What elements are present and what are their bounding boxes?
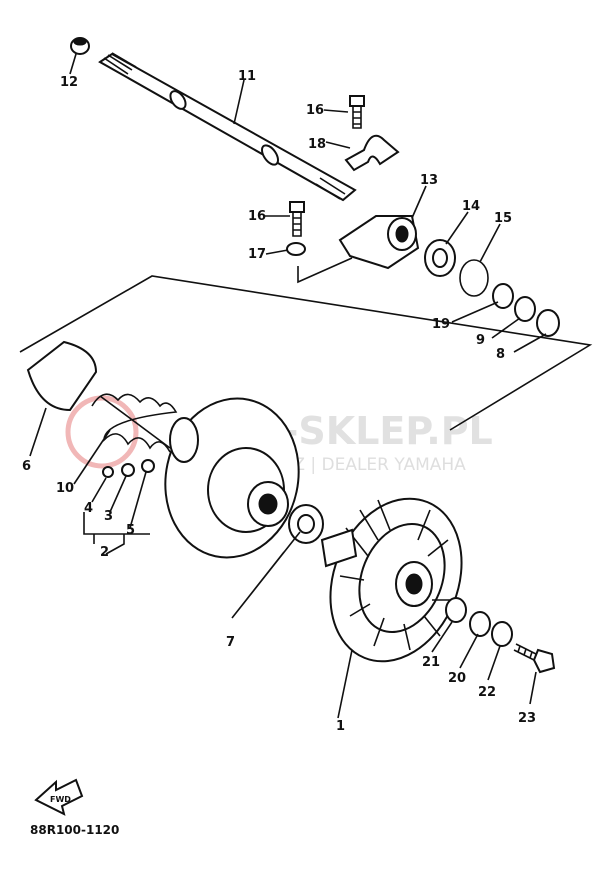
callout-4: 4 <box>84 501 93 516</box>
callout-16-lower: 16 <box>248 209 266 224</box>
collar-21 <box>445 597 467 623</box>
shaft-cap <box>70 37 90 55</box>
spacer-collar <box>288 504 324 544</box>
front-arrow-icon: FWD <box>34 778 84 816</box>
callout-13: 13 <box>420 173 438 188</box>
callout-18: 18 <box>308 137 326 152</box>
callout-20: 20 <box>448 671 466 686</box>
callout-12: 12 <box>60 75 78 90</box>
washer-9 <box>514 296 536 322</box>
washer-19 <box>492 283 514 309</box>
callout-14: 14 <box>462 199 480 214</box>
callout-11: 11 <box>238 69 256 84</box>
weight-5 <box>141 459 155 473</box>
callout-1: 1 <box>336 719 345 734</box>
callout-8: 8 <box>496 347 505 362</box>
circlip <box>459 259 489 297</box>
washer-20 <box>469 611 491 637</box>
watermark-logo <box>65 395 139 469</box>
leader-lines <box>29 53 547 719</box>
callout-labels: 12 11 16 18 13 14 15 16 17 19 9 8 6 10 4… <box>22 69 536 734</box>
callout-6: 6 <box>22 459 31 474</box>
sheave-bolt <box>513 643 556 674</box>
bearing-housing <box>338 215 420 270</box>
callout-3: 3 <box>104 509 113 524</box>
callout-23: 23 <box>518 711 536 726</box>
callout-7: 7 <box>226 635 235 650</box>
bearing <box>424 239 456 277</box>
callout-17: 17 <box>248 247 266 262</box>
spring <box>91 393 178 453</box>
bolt-lower <box>289 201 305 237</box>
callout-5: 5 <box>126 523 135 538</box>
callout-15: 15 <box>494 211 512 226</box>
callout-2: 2 <box>100 545 109 560</box>
weight-4 <box>102 466 114 478</box>
callout-22: 22 <box>478 685 496 700</box>
primary-shaft <box>98 52 357 202</box>
callout-16-upper: 16 <box>306 103 324 118</box>
washer <box>286 242 306 256</box>
diagram-code: 88R100-1120 <box>30 823 119 837</box>
callout-9: 9 <box>476 333 485 348</box>
washer-22 <box>491 621 513 647</box>
weight-3 <box>121 463 135 477</box>
washer-8 <box>536 309 560 337</box>
callout-10: 10 <box>56 481 74 496</box>
front-badge: FWD <box>50 795 71 804</box>
movable-sheave <box>164 397 300 559</box>
fixed-sheave <box>320 497 463 663</box>
spring-seat <box>26 340 98 412</box>
callout-21: 21 <box>422 655 440 670</box>
callout-19: 19 <box>432 317 450 332</box>
bolt-upper <box>349 95 365 129</box>
bearing-bracket <box>344 134 400 172</box>
assembly-outline <box>19 275 593 431</box>
